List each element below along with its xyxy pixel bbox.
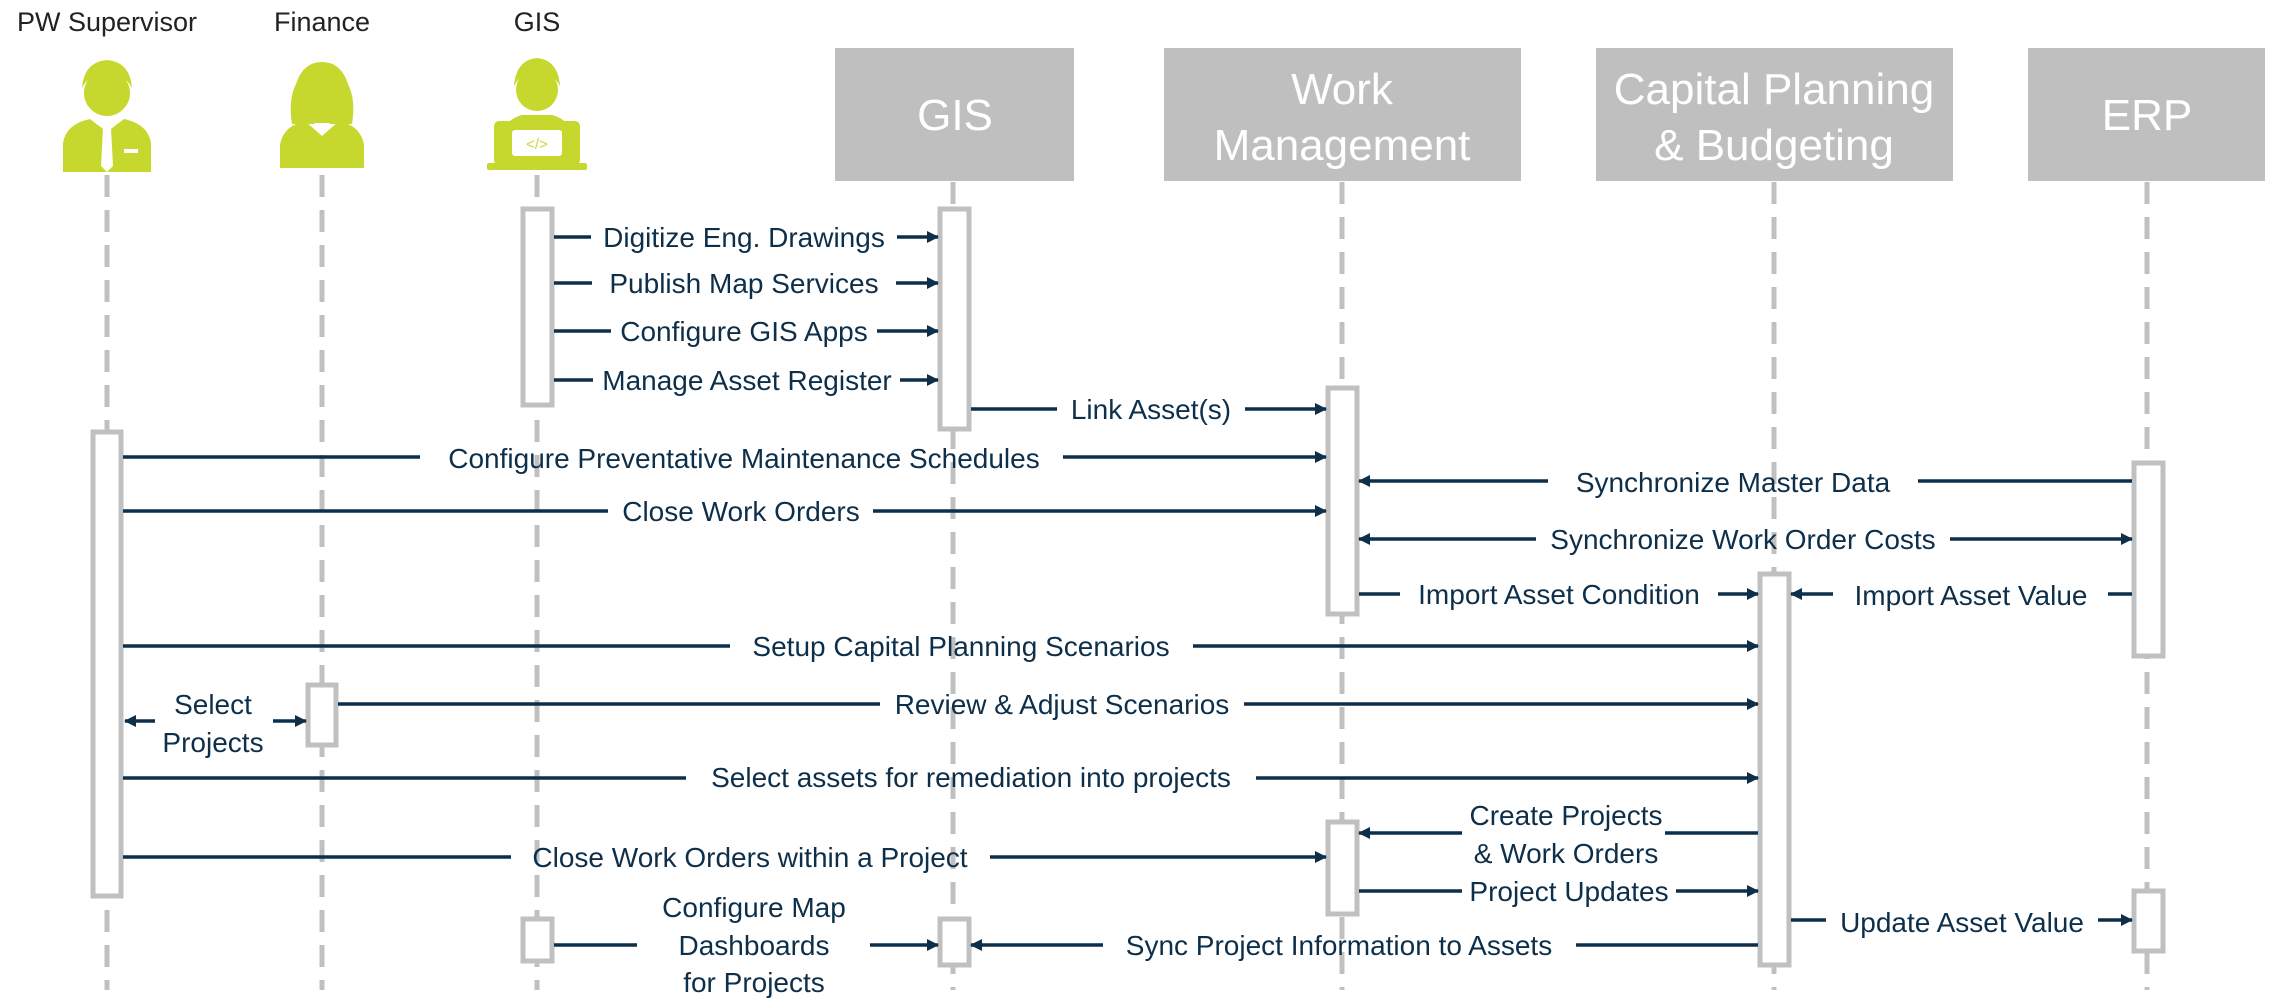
actor-label: GIS bbox=[514, 7, 561, 37]
activation-gis-system-1 bbox=[937, 206, 972, 432]
message-label: Link Asset(s) bbox=[1071, 394, 1231, 425]
system-work-management: Work Management bbox=[1164, 48, 1521, 181]
actor-label: PW Supervisor bbox=[17, 7, 197, 37]
svg-text:</>: </> bbox=[526, 136, 548, 153]
actor-label: Finance bbox=[274, 7, 370, 37]
message-label: Synchronize Master Data bbox=[1576, 467, 1891, 498]
messages bbox=[123, 231, 2133, 951]
message-label: Review & Adjust Scenarios bbox=[895, 689, 1230, 720]
message-label: Digitize Eng. Drawings bbox=[603, 222, 885, 253]
lifelines bbox=[104, 175, 2150, 990]
male-supervisor-icon bbox=[63, 60, 151, 172]
system-box bbox=[2028, 48, 2265, 181]
developer-laptop-icon: </> bbox=[487, 58, 587, 170]
message-label-line-3: for Projects bbox=[683, 967, 825, 998]
message-label-line-1: Configure Map bbox=[662, 892, 846, 923]
system-gis: GIS bbox=[835, 48, 1074, 181]
message-label-line-1: Create Projects bbox=[1470, 800, 1663, 831]
message-label-line-2: Dashboards bbox=[679, 930, 830, 961]
system-box bbox=[1596, 48, 1953, 181]
system-title-line-1: Work bbox=[1291, 65, 1394, 114]
message-label: Configure GIS Apps bbox=[620, 316, 867, 347]
message-label: Import Asset Condition bbox=[1418, 579, 1700, 610]
female-user-icon bbox=[280, 62, 364, 168]
system-capital-planning: Capital Planning & Budgeting bbox=[1596, 48, 1953, 181]
message-label-line-1: Select bbox=[174, 689, 252, 720]
message-label: Publish Map Services bbox=[609, 268, 878, 299]
activation-work-management-2 bbox=[1325, 819, 1360, 917]
message-label: Close Work Orders within a Project bbox=[532, 842, 967, 873]
actor-pw-supervisor: PW Supervisor bbox=[17, 7, 197, 172]
activation-gis-user-2 bbox=[520, 916, 555, 964]
message-label: Configure Preventative Maintenance Sched… bbox=[448, 443, 1039, 474]
system-title-line-2: & Budgeting bbox=[1654, 121, 1894, 170]
activation-capital-planning bbox=[1757, 571, 1792, 968]
activation-work-management-1 bbox=[1325, 385, 1360, 617]
activation-pw-supervisor bbox=[90, 429, 124, 899]
activation-gis-system-2 bbox=[937, 916, 972, 968]
message-label: Update Asset Value bbox=[1840, 907, 2084, 938]
message-label: Close Work Orders bbox=[622, 496, 860, 527]
message-labels: Digitize Eng. Drawings Publish Map Servi… bbox=[162, 222, 2087, 998]
message-label: Setup Capital Planning Scenarios bbox=[752, 631, 1169, 662]
actor-gis-user: GIS </> bbox=[487, 7, 587, 170]
message-label: Project Updates bbox=[1469, 876, 1668, 907]
system-title-line-2: Management bbox=[1214, 121, 1471, 170]
activation-bars bbox=[90, 206, 2166, 968]
message-label: Synchronize Work Order Costs bbox=[1550, 524, 1935, 555]
message-label-line-2: & Work Orders bbox=[1474, 838, 1659, 869]
system-box bbox=[835, 48, 1074, 181]
message-label-line-2: Projects bbox=[162, 727, 263, 758]
system-title: GIS bbox=[917, 91, 993, 140]
activation-erp-1 bbox=[2131, 460, 2166, 659]
system-title: ERP bbox=[2102, 91, 2192, 140]
message-label: Sync Project Information to Assets bbox=[1126, 930, 1552, 961]
system-box bbox=[1164, 48, 1521, 181]
system-title-line-1: Capital Planning bbox=[1614, 65, 1934, 114]
message-label: Import Asset Value bbox=[1855, 580, 2088, 611]
message-label: Manage Asset Register bbox=[602, 365, 892, 396]
activation-finance bbox=[305, 682, 339, 748]
system-erp: ERP bbox=[2028, 48, 2265, 181]
message-label: Select assets for remediation into proje… bbox=[711, 762, 1231, 793]
activation-gis-user-1 bbox=[520, 206, 555, 408]
activation-erp-2 bbox=[2131, 888, 2166, 954]
actor-finance: Finance bbox=[274, 7, 370, 168]
